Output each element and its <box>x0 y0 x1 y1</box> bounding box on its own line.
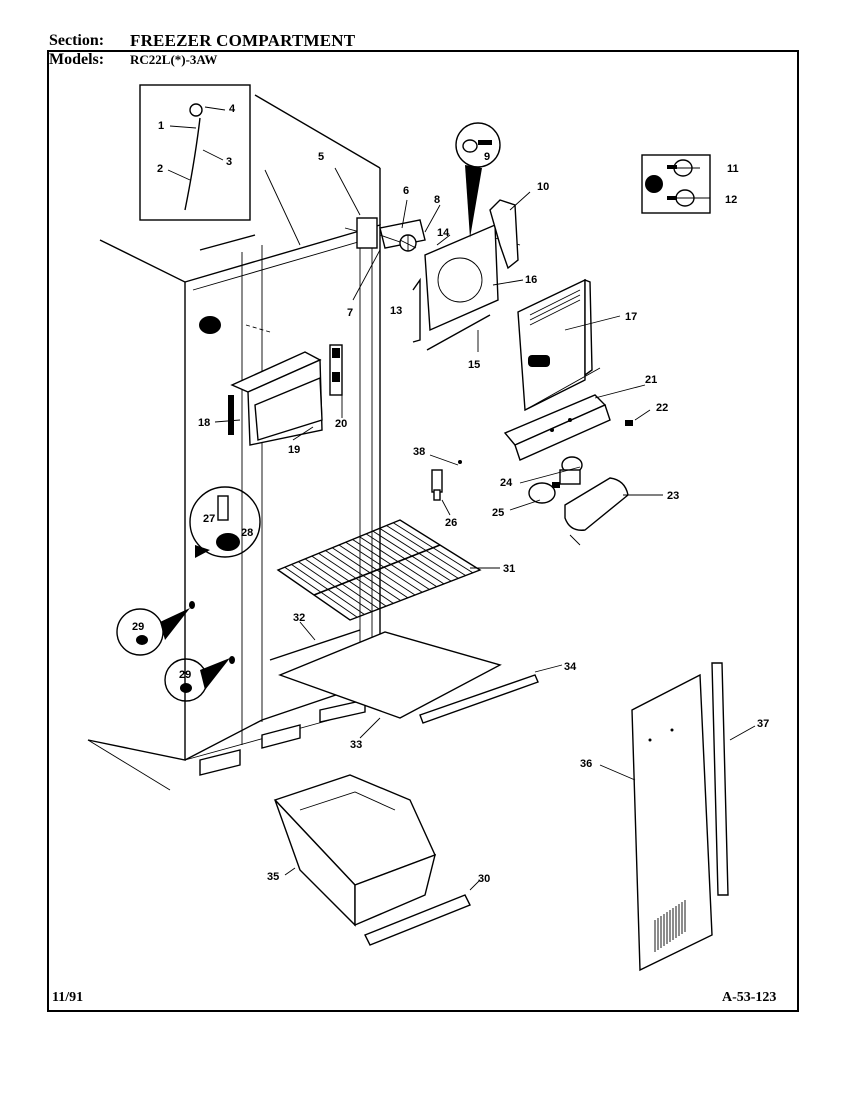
callout-15: 15 <box>468 359 480 371</box>
callout-21: 21 <box>645 374 657 386</box>
callout-8: 8 <box>434 194 440 206</box>
callout-9: 9 <box>484 151 490 163</box>
callout-19: 19 <box>288 444 300 456</box>
callout-25: 25 <box>492 507 504 519</box>
inset-thermostat-box <box>139 84 251 221</box>
light-shield-23 <box>564 477 629 546</box>
wire-shelf-31 <box>276 519 482 621</box>
light-bulb-25 <box>528 482 560 504</box>
callout-labels: 1 2 3 4 5 6 7 8 9 10 11 12 13 14 15 16 1… <box>132 103 769 885</box>
callout-28: 28 <box>241 527 253 539</box>
shelf-trim-34 <box>419 674 539 724</box>
fastener-9-detail <box>455 122 501 238</box>
models-value: RC22L(*)-3AW <box>130 52 218 67</box>
drawing-code: A-53-123 <box>722 990 777 1005</box>
callout-27: 27 <box>203 513 215 525</box>
callout-12: 12 <box>725 194 737 206</box>
callout-6: 6 <box>403 185 409 197</box>
callout-29-upper: 29 <box>132 621 144 633</box>
shelf-rail-32 <box>269 629 361 661</box>
gasket-strip-37 <box>711 662 729 896</box>
callout-30: 30 <box>478 873 490 885</box>
callout-33: 33 <box>350 739 362 751</box>
screw-22 <box>625 420 633 426</box>
glass-shelf-33 <box>278 631 502 719</box>
control-knob-20 <box>329 344 343 396</box>
callout-26: 26 <box>445 517 457 529</box>
callout-35: 35 <box>267 871 279 883</box>
callout-34: 34 <box>564 661 577 673</box>
leader-lines <box>214 167 756 891</box>
callout-36: 36 <box>580 758 592 770</box>
section-title: FREEZER COMPARTMENT <box>130 31 356 50</box>
callout-4: 4 <box>229 103 236 115</box>
revision-date: 11/91 <box>52 990 84 1005</box>
callout-11: 11 <box>727 163 739 175</box>
fan-motor-assembly <box>334 167 521 352</box>
callout-2: 2 <box>157 163 163 175</box>
callout-17: 17 <box>625 311 637 323</box>
basket-front-30 <box>364 894 471 946</box>
detail-29-lower <box>164 658 230 702</box>
shelf-center-bar <box>313 544 441 596</box>
callout-22: 22 <box>656 402 668 414</box>
freezer-basket-35 <box>273 774 437 927</box>
screw-38 <box>458 460 462 464</box>
callout-3: 3 <box>226 156 232 168</box>
detail-27-28 <box>189 486 261 558</box>
callout-37: 37 <box>757 718 769 730</box>
callout-20: 20 <box>335 418 347 430</box>
callout-5: 5 <box>318 151 324 163</box>
access-panel-36 <box>631 673 713 972</box>
evaporator-cover-17 <box>517 278 601 412</box>
callout-1: 1 <box>158 120 164 132</box>
callout-16: 16 <box>525 274 537 286</box>
inset-clip-box <box>641 154 711 214</box>
callout-14: 14 <box>437 227 450 239</box>
models-label: Models: <box>49 51 105 68</box>
callout-38: 38 <box>413 446 425 458</box>
callout-13: 13 <box>390 305 402 317</box>
callout-7: 7 <box>347 307 353 319</box>
light-bracket-21 <box>503 394 611 461</box>
control-panel-19 <box>254 376 323 441</box>
callout-24: 24 <box>500 477 513 489</box>
lamp-socket-24 <box>559 456 583 485</box>
detail-29-upper <box>116 608 190 656</box>
callout-32: 32 <box>293 612 305 624</box>
callout-29-lower: 29 <box>179 669 191 681</box>
callout-18: 18 <box>198 417 210 429</box>
bracket-10 <box>489 191 531 270</box>
callout-31: 31 <box>503 563 515 575</box>
callout-23: 23 <box>667 490 679 502</box>
callout-10: 10 <box>537 181 549 193</box>
section-label: Section: <box>49 32 105 49</box>
diagram-frame <box>47 50 799 1012</box>
switch-26 <box>431 469 443 501</box>
